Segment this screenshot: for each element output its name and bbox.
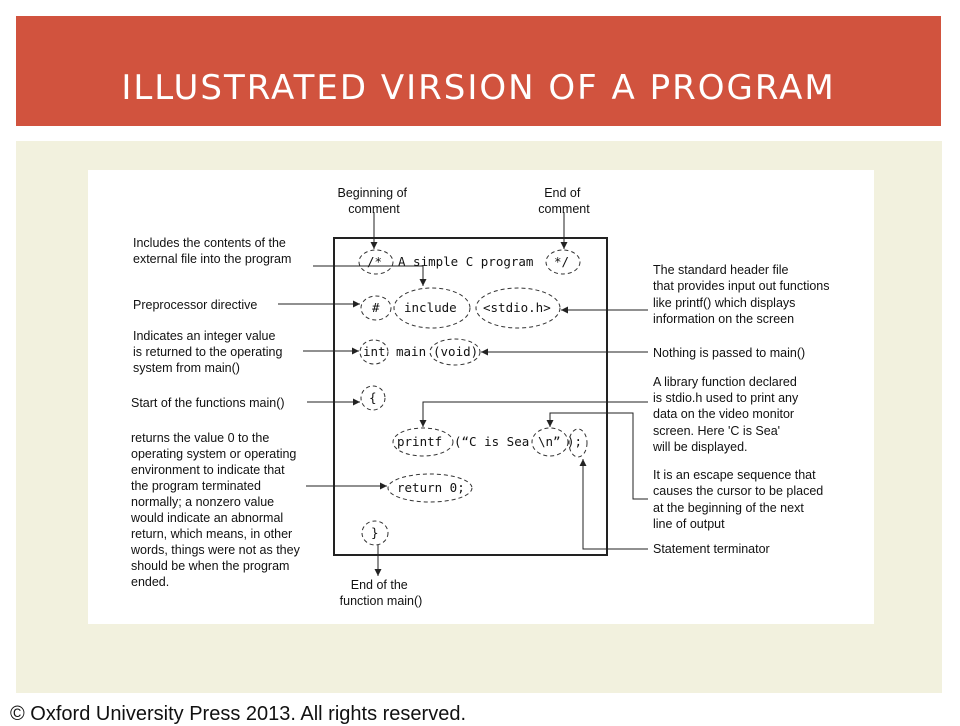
code-printf-arg: (“C is Sea — [454, 434, 529, 449]
code-comment-open: /* — [367, 254, 382, 269]
label-start-main: Start of the functions main() — [131, 396, 285, 410]
void-ellipse — [429, 338, 481, 366]
code-return: return 0; — [397, 480, 465, 495]
label-library-function: A library function declared is stdio.h u… — [652, 375, 802, 454]
code-brace-open: { — [369, 390, 377, 405]
code-hash: # — [372, 300, 380, 315]
code-include: include — [404, 300, 457, 315]
label-beginning-comment: Beginning of comment — [338, 186, 411, 216]
newline-ellipse — [531, 427, 569, 457]
comment-close-ellipse — [545, 249, 581, 275]
code-comment-text: A simple C program — [398, 254, 533, 269]
code-int: int — [363, 344, 386, 359]
comment-open-ellipse — [358, 249, 394, 275]
code-printf-end: ); — [567, 434, 582, 449]
hash-ellipse — [360, 295, 392, 321]
diagram-canvas: /* A simple C program */ # include <stdi… — [130, 186, 833, 608]
label-returns: returns the value 0 to the operating sys… — [130, 431, 303, 589]
slide-title: ILLUSTRATED VIRSION OF A PROGRAM — [121, 68, 836, 108]
program-diagram: /* A simple C program */ # include <stdi… — [88, 170, 874, 624]
copyright-notice: © Oxford University Press 2013. All righ… — [10, 703, 467, 725]
label-preprocessor: Preprocessor directive — [133, 298, 257, 312]
code-brace-close: } — [371, 525, 379, 540]
arrow-library-function — [419, 401, 648, 427]
label-integer: Indicates an integer value is returned t… — [133, 329, 286, 375]
label-escape-sequence: It is an escape sequence that causes the… — [653, 468, 827, 531]
brace-close-ellipse — [361, 520, 389, 546]
label-includes: Includes the contents of the external fi… — [133, 236, 291, 266]
label-terminator: Statement terminator — [653, 542, 770, 556]
code-newline: \n” — [538, 434, 561, 449]
brace-open-ellipse — [360, 385, 386, 411]
label-nothing-passed: Nothing is passed to main() — [653, 346, 805, 360]
title-bar: ILLUSTRATED VIRSION OF A PROGRAM — [16, 16, 941, 126]
code-comment-close: */ — [554, 254, 569, 269]
return-ellipse — [387, 473, 473, 503]
semicolon-ellipse — [568, 428, 588, 458]
include-ellipse — [393, 287, 471, 329]
int-ellipse — [359, 339, 389, 365]
label-header-file: The standard header file that provides i… — [653, 263, 833, 326]
code-header: <stdio.h> — [483, 300, 551, 315]
arrow-terminator — [579, 459, 648, 550]
arrow-escape-sequence — [546, 412, 648, 500]
code-printf: printf — [397, 434, 442, 449]
label-end-main: End of the function main() — [340, 578, 423, 608]
printf-ellipse — [392, 427, 454, 457]
code-void: (void) — [433, 344, 478, 359]
code-main: main — [396, 344, 426, 359]
program-box — [333, 237, 608, 556]
label-end-comment: End of comment — [538, 186, 590, 216]
arrow-includes — [313, 265, 427, 286]
header-ellipse — [475, 287, 561, 329]
